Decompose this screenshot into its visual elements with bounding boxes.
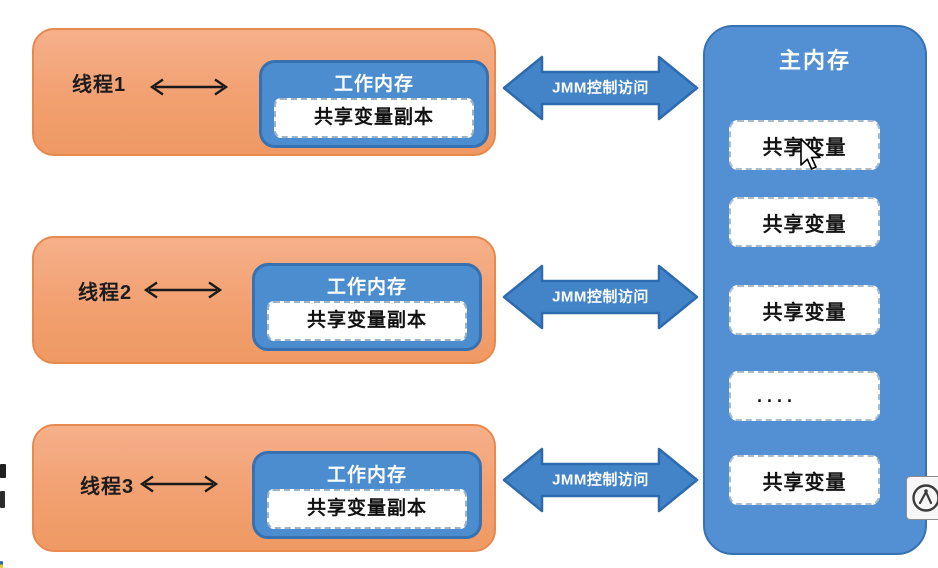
shared-variable-slot-2: 共享变量 (729, 197, 880, 247)
jmm-arrow-label: JMM控制访问 (552, 471, 649, 489)
left-edge-artifact (0, 464, 6, 478)
working-memory-title: 工作内存 (326, 465, 407, 486)
bidirectional-arrow-icon (143, 281, 223, 299)
jmm-arrow-label: JMM控制访问 (552, 288, 649, 306)
jmm-arrow-label: JMM控制访问 (552, 79, 649, 97)
jmm-access-arrow-3: JMM控制访问 (502, 445, 699, 515)
watermark-badge (906, 476, 938, 520)
main-memory-title: 主内存 (778, 48, 851, 73)
jmm-access-arrow-1: JMM控制访问 (502, 53, 699, 123)
main-memory-panel: 主内存 共享变量 共享变量 共享变量 .... 共享变量 (703, 25, 927, 555)
thread-label: 线程2 (78, 282, 133, 304)
working-memory-box: 工作内存 共享变量副本 (252, 263, 482, 351)
thread-block-1: 线程1 工作内存 共享变量副本 (32, 28, 496, 156)
double-arrow-icon (502, 55, 699, 121)
shared-variable-slot-4: 共享变量 (729, 455, 880, 505)
shared-variable-copy-box: 共享变量副本 (267, 301, 467, 341)
bidirectional-arrow-icon (149, 78, 229, 96)
shared-variable-copy-box: 共享变量副本 (274, 98, 474, 138)
thread-block-3: 线程3 工作内存 共享变量副本 (32, 424, 496, 552)
working-memory-title: 工作内存 (333, 74, 414, 95)
thread-block-2: 线程2 工作内存 共享变量副本 (32, 236, 496, 364)
left-edge-artifact (0, 491, 5, 508)
watermark-logo-icon (912, 484, 938, 512)
shared-variable-copy-box: 共享变量副本 (267, 489, 467, 529)
mouse-pointer-icon (800, 138, 821, 170)
working-memory-box: 工作内存 共享变量副本 (252, 451, 482, 539)
thread-label: 线程3 (80, 476, 135, 498)
working-memory-title: 工作内存 (326, 277, 407, 298)
thread-label: 线程1 (72, 74, 127, 96)
ellipsis-slot: .... (729, 371, 880, 421)
working-memory-box: 工作内存 共享变量副本 (259, 60, 489, 148)
bidirectional-arrow-icon (139, 475, 219, 493)
double-arrow-icon (502, 264, 699, 330)
left-edge-artifact (0, 561, 3, 568)
shared-variable-slot-3: 共享变量 (729, 285, 880, 335)
double-arrow-icon (502, 447, 699, 513)
jmm-access-arrow-2: JMM控制访问 (502, 262, 699, 332)
